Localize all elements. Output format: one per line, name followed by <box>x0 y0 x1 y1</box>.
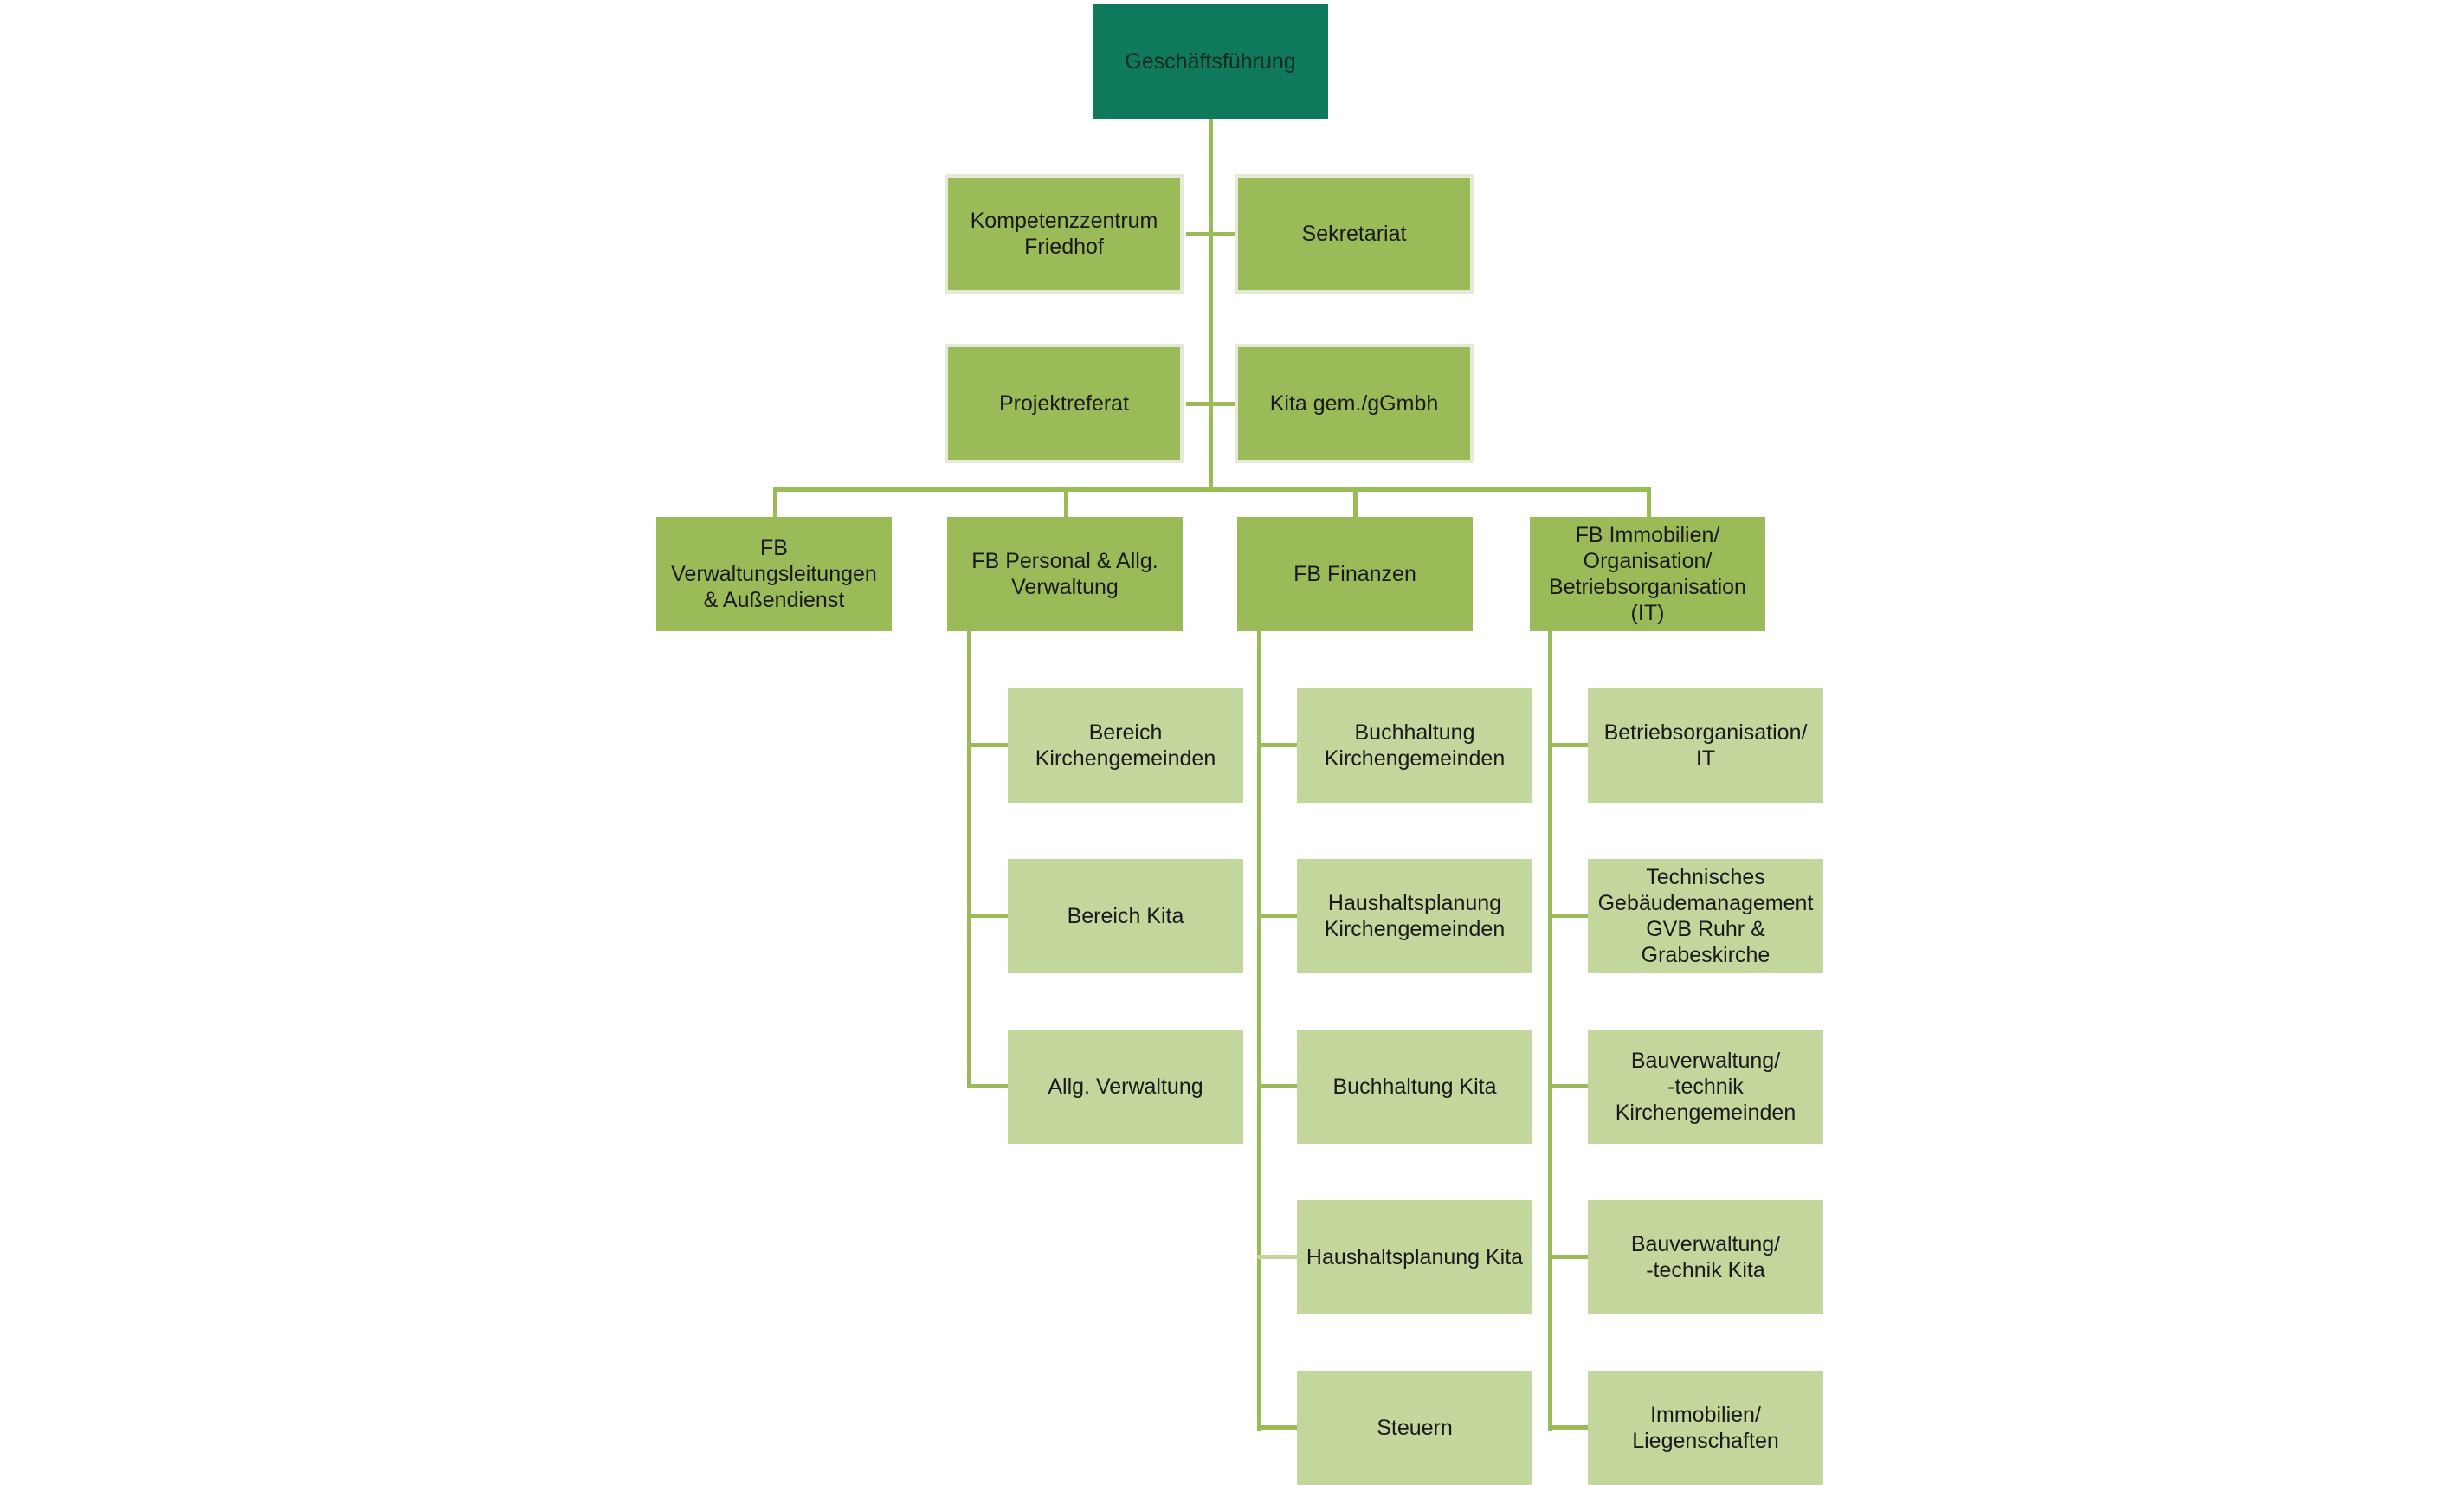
node-fb-finanzen: FB Finanzen <box>1237 517 1473 631</box>
connector-finanzen-4 <box>1257 1255 1297 1259</box>
node-haushaltsplanung-kirchengemeinden: Haushaltsplanung Kirchengemeinden <box>1297 859 1532 973</box>
node-buchhaltung-kita: Buchhaltung Kita <box>1297 1030 1532 1144</box>
node-kita-gem-ggmbh: Kita gem./gGmbh <box>1235 344 1474 463</box>
connector-staff-row1 <box>1186 232 1236 236</box>
node-geschaeftsfuehrung: Geschäftsführung <box>1093 4 1328 119</box>
connector-trunk <box>1209 119 1213 490</box>
connector-finanzen-3 <box>1257 1084 1297 1088</box>
node-fb-immobilien: FB Immobilien/ Organisation/ Betriebsorg… <box>1530 517 1765 631</box>
connector-personal-1 <box>967 743 1008 747</box>
connector-immobilien-1 <box>1548 743 1588 747</box>
connector-immobilien-4 <box>1548 1255 1588 1259</box>
connector-immobilien-spine <box>1548 631 1552 1431</box>
connector-department-bar <box>773 487 1651 492</box>
connector-finanzen-spine <box>1257 631 1261 1431</box>
node-buchhaltung-kirchengemeinden: Buchhaltung Kirchengemeinden <box>1297 688 1532 803</box>
node-projektreferat: Projektreferat <box>945 344 1184 463</box>
connector-dept-2 <box>1064 487 1068 517</box>
node-steuern: Steuern <box>1297 1371 1532 1485</box>
connector-dept-1 <box>773 487 777 517</box>
connector-finanzen-5 <box>1257 1425 1297 1430</box>
node-fb-verwaltungsleitungen: FB Verwaltungsleitungen & Außendienst <box>656 517 892 631</box>
connector-personal-3 <box>967 1084 1008 1088</box>
node-bauverwaltung-kirchengemeinden: Bauverwaltung/ -technik Kirchengemeinden <box>1588 1030 1823 1144</box>
node-sekretariat: Sekretariat <box>1235 174 1474 294</box>
node-bereich-kita: Bereich Kita <box>1008 859 1243 973</box>
connector-immobilien-2 <box>1548 914 1588 918</box>
connector-personal-spine <box>967 631 971 1088</box>
node-kompetenzzentrum-friedhof: Kompetenzzentrum Friedhof <box>945 174 1184 294</box>
node-bereich-kirchengemeinden: Bereich Kirchengemeinden <box>1008 688 1243 803</box>
node-betriebsorganisation-it: Betriebsorganisation/ IT <box>1588 688 1823 803</box>
connector-staff-row2 <box>1186 402 1236 406</box>
connector-finanzen-2 <box>1257 914 1297 918</box>
node-fb-personal: FB Personal & Allg. Verwaltung <box>947 517 1183 631</box>
connector-dept-3 <box>1353 487 1358 517</box>
connector-dept-4 <box>1647 487 1651 517</box>
connector-personal-2 <box>967 914 1008 918</box>
node-allg-verwaltung: Allg. Verwaltung <box>1008 1030 1243 1144</box>
node-immobilien-liegenschaften: Immobilien/ Liegenschaften <box>1588 1371 1823 1485</box>
connector-immobilien-3 <box>1548 1084 1588 1088</box>
connector-finanzen-1 <box>1257 743 1297 747</box>
node-technisches-gebaeudemanagement: Technisches Gebäudemanagement GVB Ruhr &… <box>1588 859 1823 973</box>
node-bauverwaltung-kita: Bauverwaltung/ -technik Kita <box>1588 1200 1823 1314</box>
connector-immobilien-5 <box>1548 1425 1588 1430</box>
node-haushaltsplanung-kita: Haushaltsplanung Kita <box>1297 1200 1532 1314</box>
